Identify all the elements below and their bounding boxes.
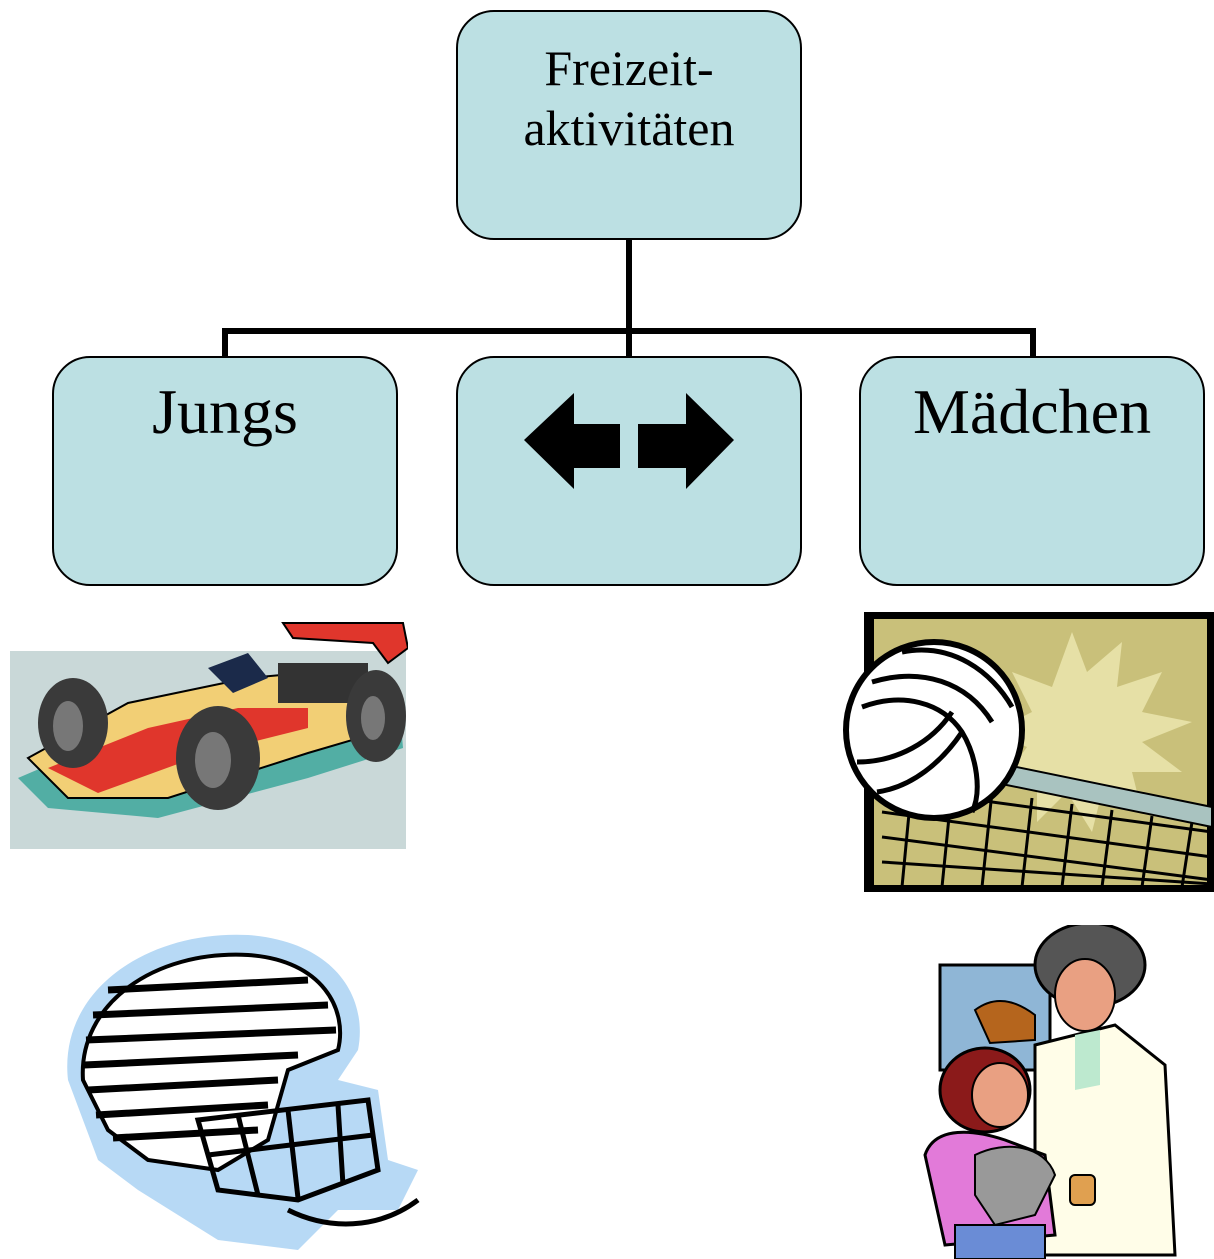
child-node-maedchen: Mädchen: [859, 356, 1205, 586]
child-node-middle: [456, 356, 802, 586]
volleyball-image: [843, 612, 1214, 892]
veterinarian-image: [923, 925, 1177, 1259]
football-helmet-image: [67, 934, 420, 1250]
race-car-image: [10, 622, 408, 849]
child-node-label: Mädchen: [912, 376, 1152, 447]
child-node-jungs: Jungs: [52, 356, 398, 586]
left-right-arrows-icon: [524, 393, 734, 489]
root-node-label: Freizeit- aktivitäten: [523, 40, 735, 156]
child-node-label: Jungs: [152, 376, 298, 447]
root-node-box: Freizeit- aktivitäten: [456, 10, 802, 240]
